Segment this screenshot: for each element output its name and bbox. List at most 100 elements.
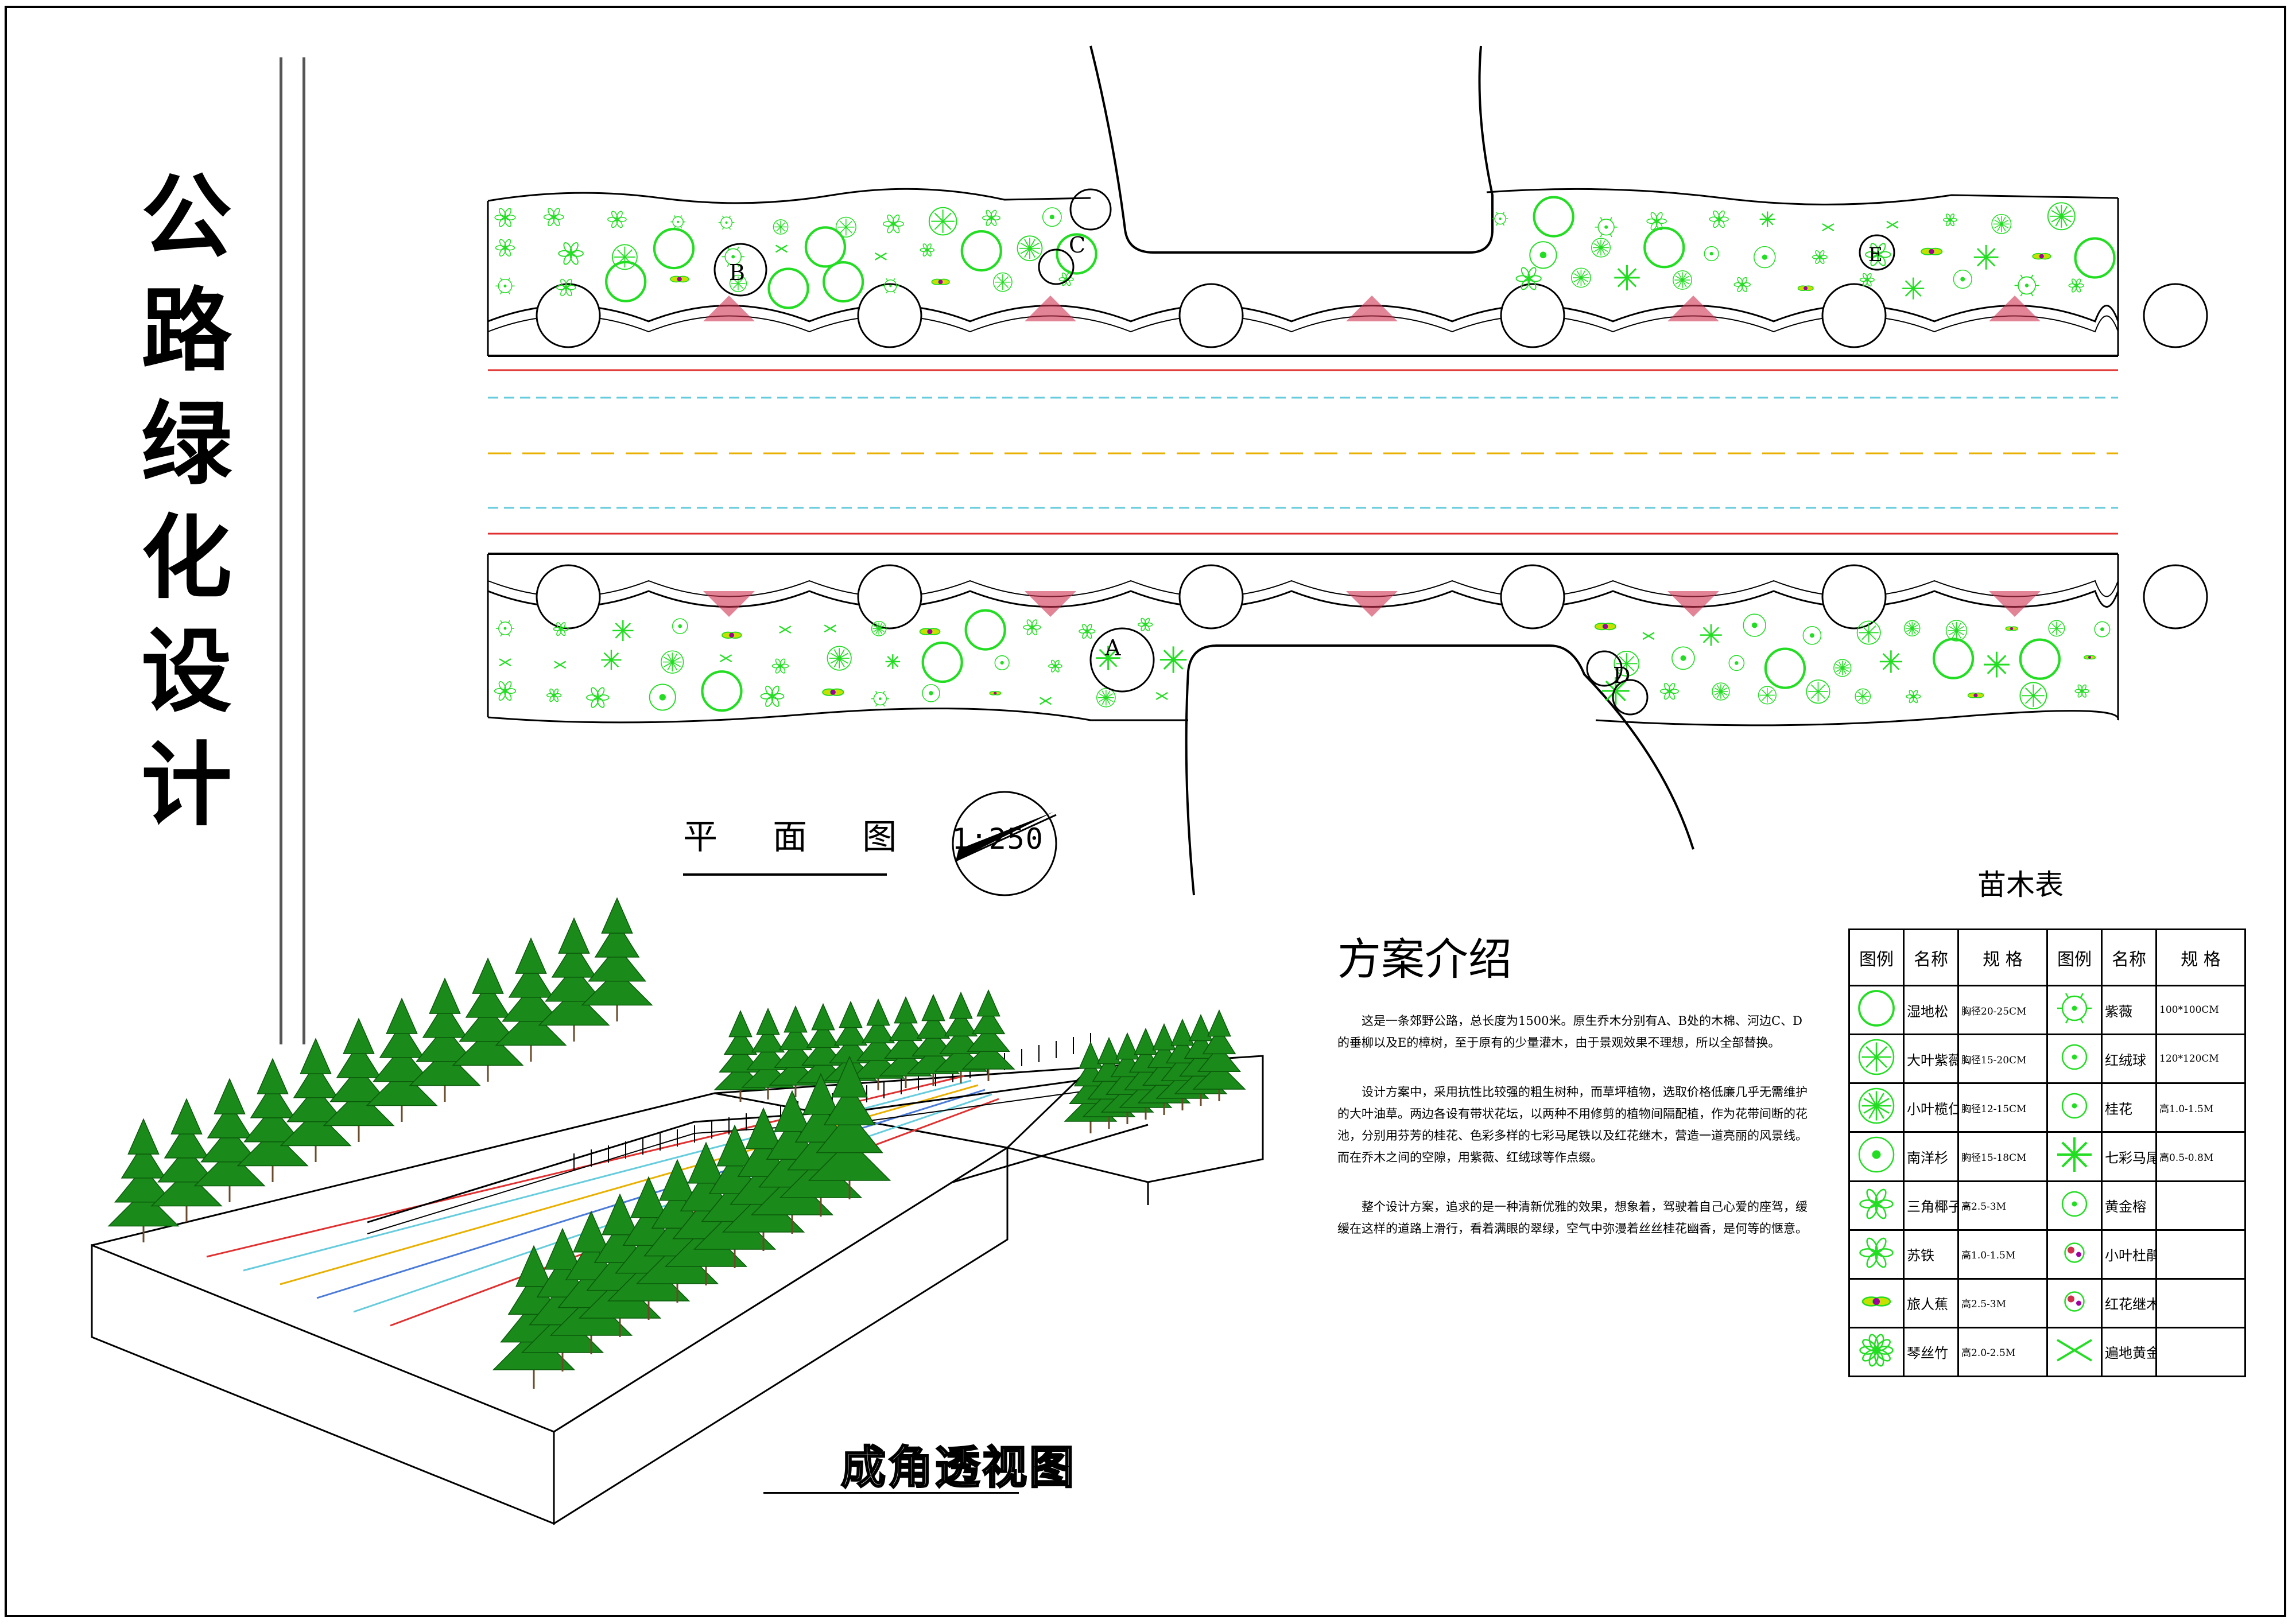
belt-bottom-outer-right <box>1595 710 2119 726</box>
big-tree-icon <box>804 226 847 268</box>
tree-radial-icon <box>1017 235 1043 262</box>
table-row: 琴丝竹高2.0-2.5M 遍地黄金 <box>1848 1326 2246 1378</box>
plant-name: 三角椰子 <box>1903 1180 1959 1231</box>
big-tree-icon <box>822 261 864 303</box>
travellers-palm-icon <box>989 691 1002 696</box>
tree-radial-icon <box>1904 620 1921 637</box>
groundcover-icon <box>824 624 836 633</box>
scallop-edge-inner <box>487 315 2119 333</box>
cycad-icon <box>1058 272 1074 286</box>
big-tree-icon <box>960 230 1002 272</box>
flower-pit <box>1025 591 1076 617</box>
dracaena-icon <box>612 620 634 642</box>
palm-icon <box>1859 1188 1894 1219</box>
dracaena-icon <box>1614 265 1640 291</box>
legend-symbol-cell <box>1848 1277 1905 1328</box>
cycad-icon <box>556 278 576 297</box>
legend-symbol-cell <box>2046 1180 2103 1231</box>
legend-symbol-cell <box>1848 1229 1905 1280</box>
title-divider-right <box>302 57 305 1044</box>
conifer-tree <box>452 957 524 1082</box>
legend-symbol-cell <box>2046 1082 2103 1133</box>
tree-star-icon <box>729 274 747 293</box>
palm-icon <box>543 208 564 227</box>
marker-a: A <box>1089 627 1155 693</box>
cycad-icon <box>553 622 569 636</box>
conifer-tree <box>409 977 481 1102</box>
tree-radial-icon <box>827 646 852 671</box>
ring-dot-icon <box>1704 246 1719 262</box>
intro-paragraph: 设计方案中，采用抗性比较强的粗生树种，而草坪植物，选取价格低廉几乎无需维护的大叶… <box>1337 1085 1808 1164</box>
palm-icon <box>558 242 584 265</box>
tree-pit <box>1821 564 1887 630</box>
plant-name: 遍地黄金 <box>2101 1326 2157 1378</box>
conifer-tree <box>495 937 567 1062</box>
palm-icon <box>494 208 516 227</box>
legend-symbol-cell <box>2046 1326 2103 1378</box>
groundcover-icon <box>779 625 792 634</box>
plant-name: 桂花 <box>2101 1082 2157 1133</box>
svg-text:E: E <box>1868 243 1883 266</box>
intro-body: 这是一条郊野公路，总长度为1500米。原生乔木分别有A、B处的木棉、河边C、D的… <box>1337 1010 1808 1267</box>
ring-dot-icon <box>1858 1137 1895 1173</box>
tree-pit <box>536 283 601 348</box>
tree-pit <box>2143 283 2208 348</box>
cycad-icon <box>607 211 627 228</box>
cycad-icon <box>1859 1237 1894 1268</box>
crepe-myrtle-icon <box>2057 993 2092 1024</box>
conifer-tree <box>961 989 1015 1081</box>
crepe-myrtle-icon <box>1492 211 1508 226</box>
plant-spec: 胸径15-20CM <box>1957 1034 2048 1085</box>
legend-symbol-cell <box>2046 984 2103 1036</box>
page-title: 公 路 绿 化 设 计 <box>141 172 232 854</box>
tree-pit <box>2143 564 2208 630</box>
plant-spec: 100*100CM <box>2155 984 2246 1036</box>
dracaena-icon <box>1973 244 1999 270</box>
plan-label-underline <box>683 873 887 876</box>
plan-label: 平 面 图 1:250 <box>683 809 1044 859</box>
plant-spec: 高2.0-2.5M <box>1957 1326 2048 1378</box>
travellers-palm-icon <box>1921 247 1943 255</box>
cycad-icon <box>1943 213 1957 227</box>
groundcover-icon <box>2057 1339 2092 1362</box>
ring-dot-icon <box>1529 241 1557 269</box>
ring-dot-icon <box>1671 646 1695 670</box>
plant-spec: 胸径20-25CM <box>1957 984 2048 1036</box>
tree-pit <box>1500 283 1565 348</box>
conifer-tree <box>280 1038 352 1162</box>
tree-radial-icon <box>1570 267 1591 288</box>
svg-text:D: D <box>1613 663 1630 688</box>
legend-symbol-cell <box>2046 1277 2103 1328</box>
plan-view: A B C D E <box>487 45 2208 896</box>
crepe-myrtle-icon <box>495 620 515 637</box>
plant-name: 琴丝竹 <box>1903 1326 1959 1378</box>
title-char: 公 <box>141 165 232 270</box>
palm-icon <box>771 658 789 674</box>
palm-icon <box>1865 243 1891 266</box>
palm-icon <box>1859 273 1875 287</box>
plant-name: 红花继木 <box>2101 1277 2157 1328</box>
palm-icon <box>1733 277 1751 293</box>
crepe-myrtle-icon <box>871 690 889 707</box>
palm-icon <box>1709 210 1729 228</box>
col-header: 名称 <box>2101 928 2157 986</box>
flower-bed-strip-top <box>487 283 2208 348</box>
big-tree-icon <box>767 267 809 309</box>
travellers-palm-icon <box>931 278 950 285</box>
legend-symbol-cell <box>1848 1082 1905 1133</box>
ring-dot-icon <box>1743 613 1766 637</box>
tree-radial-icon <box>1591 238 1611 258</box>
legend-symbol-cell <box>1848 984 1905 1036</box>
tree-star-icon <box>1858 1039 1895 1075</box>
cycad-icon <box>760 685 785 707</box>
title-char: 绿 <box>141 392 232 498</box>
tree-radial-icon <box>661 650 684 674</box>
plant-spec: 高0.5-0.8M <box>2155 1131 2246 1182</box>
big-tree-icon <box>964 609 1006 651</box>
intro-paragraph: 这是一条郊野公路，总长度为1500米。原生乔木分别有A、B处的木棉、河边C、D的… <box>1337 1014 1802 1050</box>
big-tree-icon <box>1643 227 1685 269</box>
